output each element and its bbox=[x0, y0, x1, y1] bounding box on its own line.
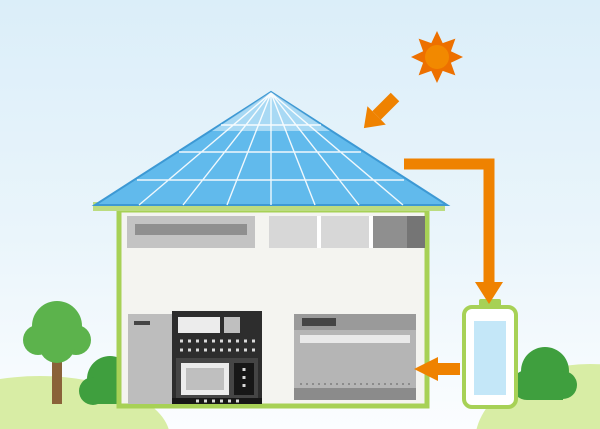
window-mullion bbox=[369, 216, 373, 248]
cabinet-handle bbox=[134, 321, 150, 325]
tree-trunk bbox=[52, 352, 62, 404]
solar-panel-grid bbox=[137, 92, 404, 206]
arrow-head bbox=[475, 282, 503, 304]
right-bush bbox=[512, 347, 577, 400]
arrow-shaft bbox=[434, 363, 460, 375]
sun-icon bbox=[411, 31, 463, 83]
sun-core bbox=[425, 45, 449, 69]
dishwasher-base bbox=[294, 388, 416, 400]
oven-base bbox=[172, 398, 262, 404]
arrow-head bbox=[363, 106, 386, 129]
arrow-elbow bbox=[404, 158, 495, 284]
sun-to-roof-arrow bbox=[363, 92, 400, 129]
oven-display-small bbox=[224, 317, 240, 333]
window-mullion bbox=[317, 216, 321, 248]
bush-base bbox=[527, 380, 563, 400]
oven-display bbox=[178, 317, 220, 333]
house bbox=[116, 207, 430, 409]
left-tree bbox=[23, 301, 91, 404]
canopy-circle bbox=[39, 327, 75, 363]
roof-to-battery-arrow bbox=[404, 158, 503, 304]
arrow-shaft bbox=[372, 92, 400, 120]
dishwasher bbox=[294, 314, 416, 400]
microwave-window bbox=[186, 368, 224, 390]
hill-shape bbox=[0, 376, 169, 429]
storage-battery bbox=[462, 299, 518, 409]
left-hill bbox=[0, 376, 169, 429]
roof-eave bbox=[93, 202, 445, 211]
dishwasher-handle bbox=[302, 318, 336, 326]
arrow-head bbox=[414, 357, 438, 381]
oven-unit bbox=[172, 311, 262, 404]
upper-floor-windows bbox=[127, 216, 425, 248]
cabinet-left bbox=[128, 314, 172, 404]
solar-roof bbox=[91, 90, 451, 211]
dishwasher-slot bbox=[300, 335, 410, 343]
kitchen-appliances bbox=[128, 311, 416, 404]
window-right-dark-pane bbox=[407, 216, 425, 248]
battery-to-house-arrow bbox=[414, 357, 460, 381]
window-left-shade bbox=[135, 224, 247, 235]
battery-charge-level bbox=[474, 321, 506, 395]
